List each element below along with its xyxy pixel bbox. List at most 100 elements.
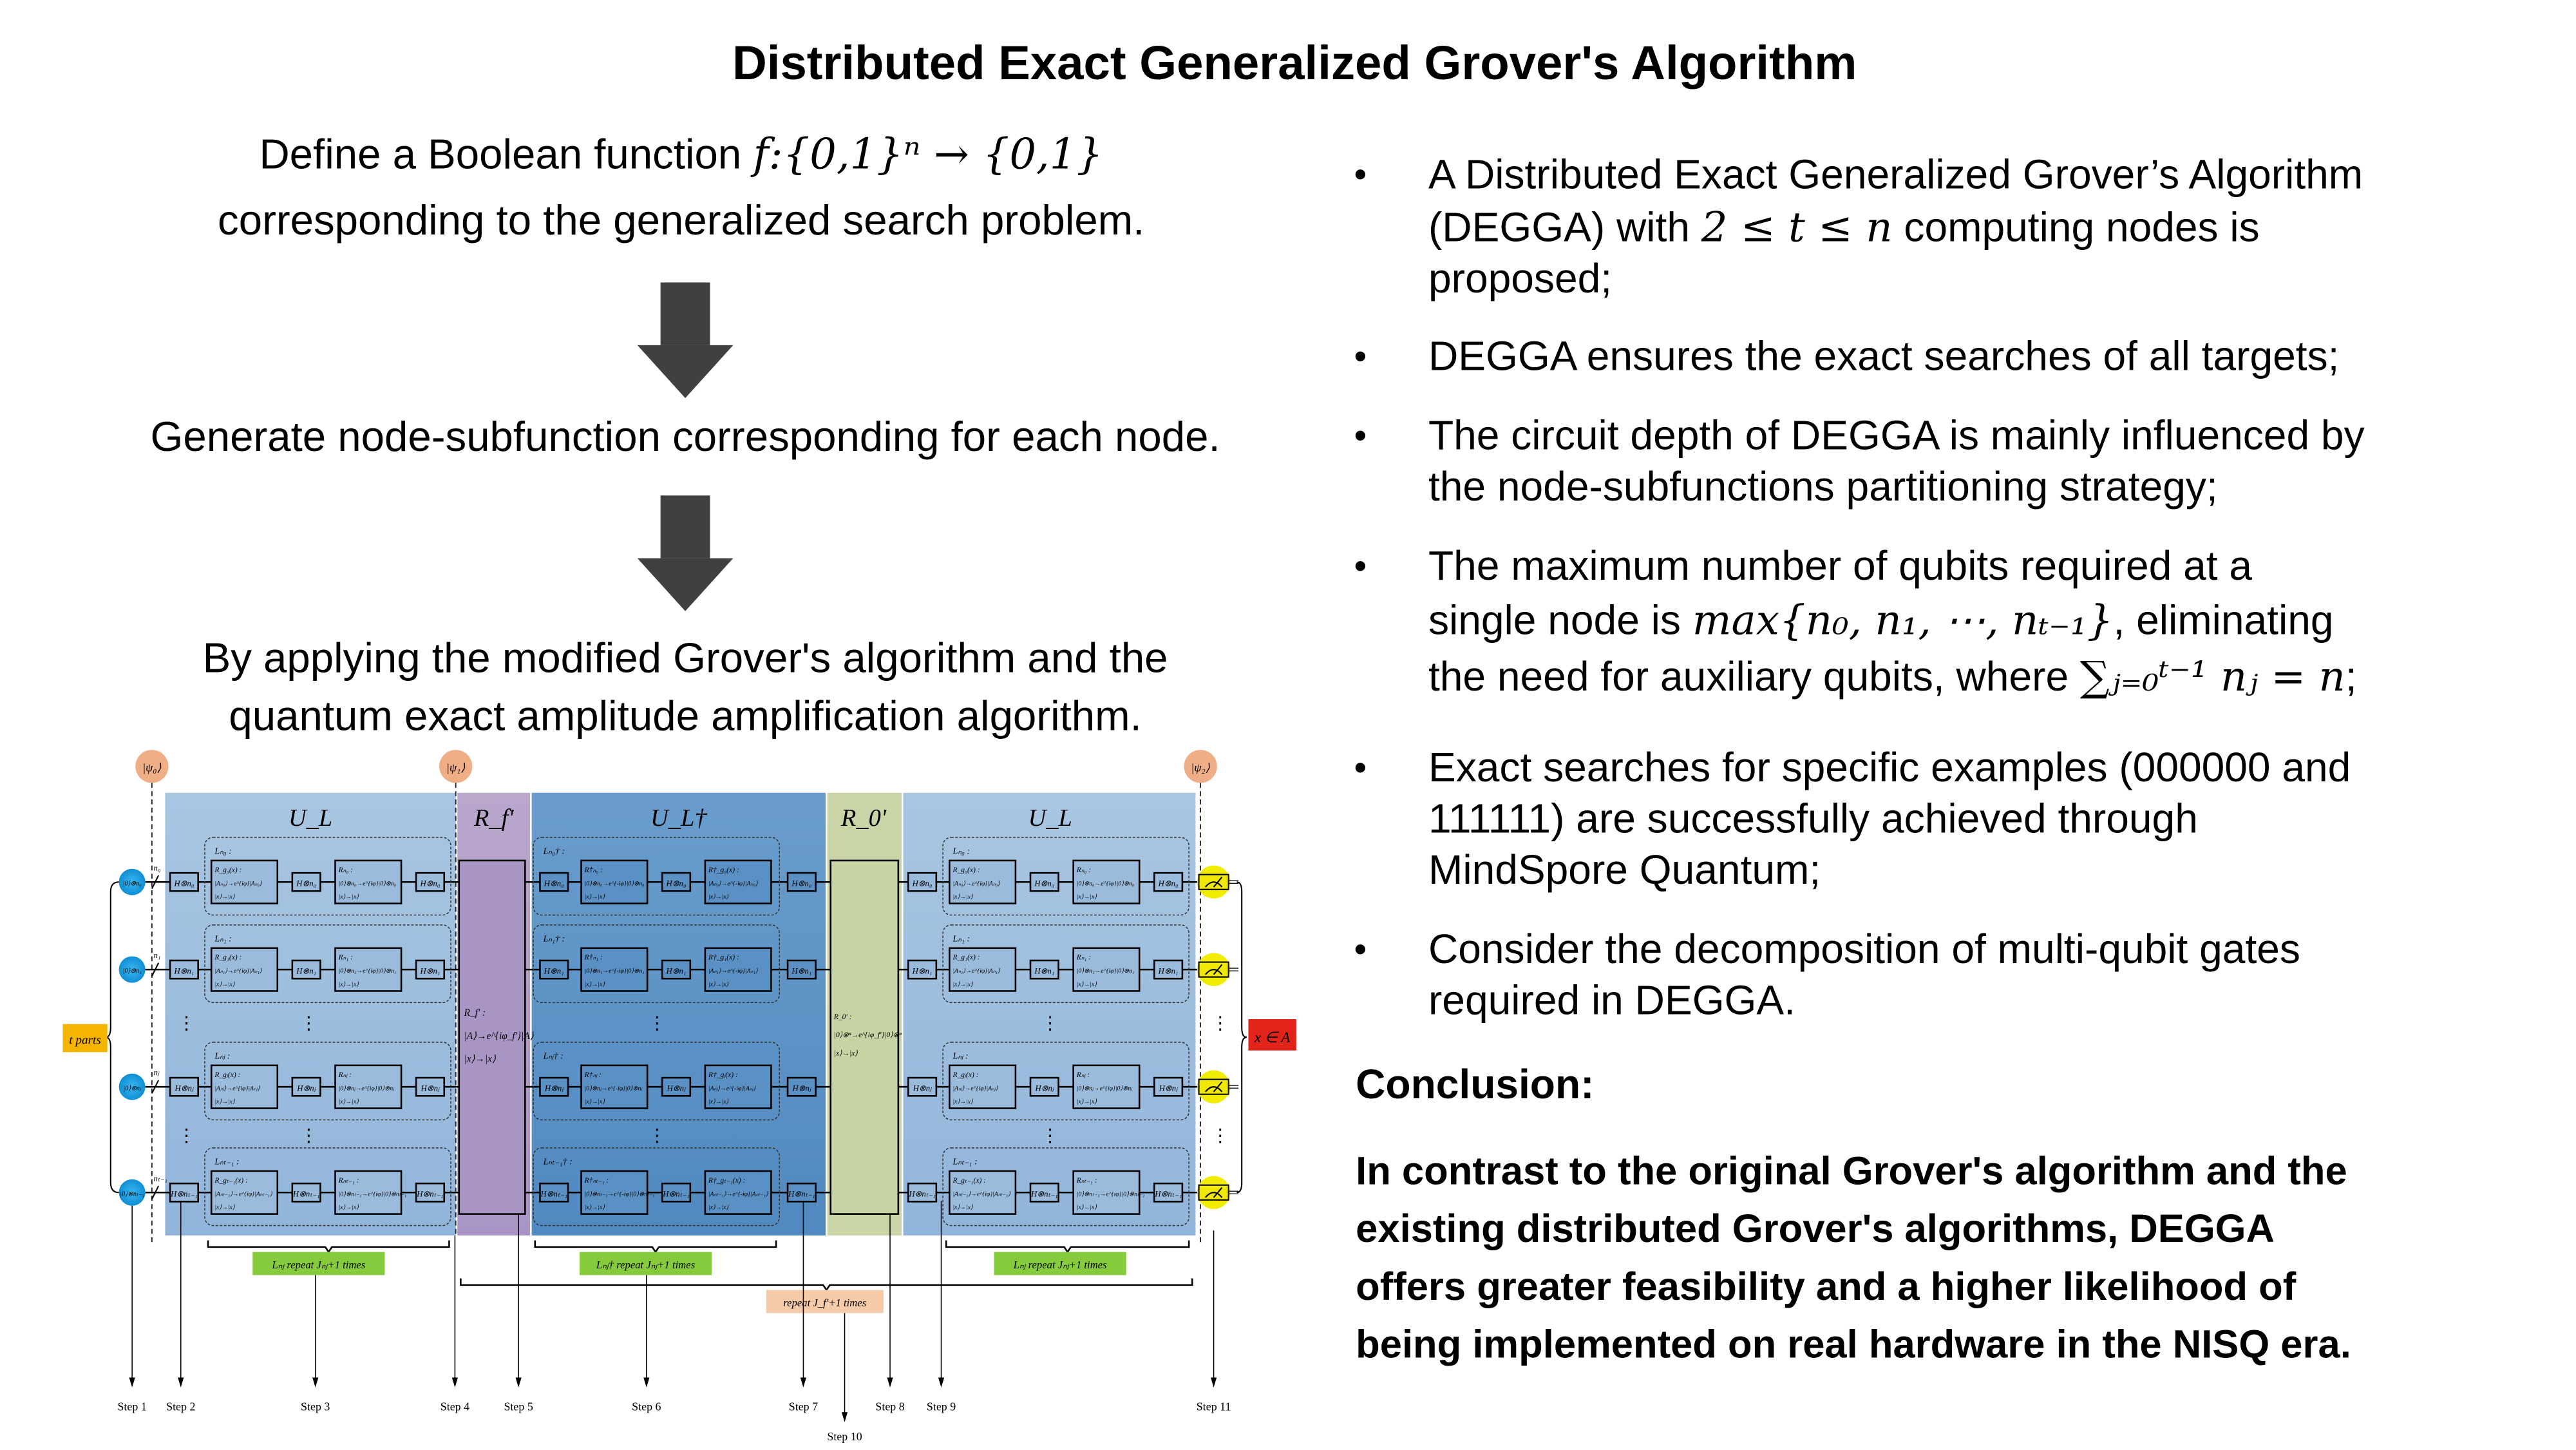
conclusion-line: existing distributed Grover's algorithms…: [1356, 1207, 2275, 1252]
register-slash: [151, 962, 160, 977]
subroutine-label: Lₙ₁ :: [214, 934, 232, 944]
hadamard-label: H⊗n₁: [1158, 967, 1179, 976]
qubit-brace: [105, 881, 119, 1194]
repeat-brace: [945, 1240, 1190, 1254]
conclusion-heading: Conclusion:: [1356, 1062, 1595, 1109]
arrow-head-icon: [800, 1377, 807, 1388]
page-title: Distributed Exact Generalized Grover's A…: [732, 37, 1857, 91]
step-label: Step 8: [875, 1400, 904, 1413]
reflection-gate: [1072, 1064, 1141, 1109]
bullet-text: proposed;: [1428, 256, 1613, 303]
bullet-line: proposed;: [1428, 258, 1612, 301]
bullet-text: A Distributed Exact Generalized Grover’s…: [1428, 151, 2363, 198]
reflection-gate: [949, 947, 1017, 992]
repeat-box: [579, 1252, 712, 1275]
hadamard-label: H⊗n₁: [173, 967, 194, 976]
bullet-text: 111111) are successfully achieved throug…: [1428, 796, 2198, 843]
reflection-formula: |x⟩→|x⟩: [214, 1098, 235, 1105]
math-expression: max{n₀, n₁, ⋯, nₜ₋₁}: [1692, 596, 2114, 644]
rf-oracle-box: [458, 859, 526, 1215]
ellipsis: ⋮: [1211, 1126, 1229, 1146]
arrow-head-icon: [887, 1377, 893, 1388]
hadamard-label: H⊗n₀: [666, 879, 687, 888]
reflection-formula: |0⟩⊗n₁→e^{iφ}|0⟩⊗n₁: [339, 968, 397, 975]
repeat-box: [252, 1252, 385, 1275]
hadamard-label: H⊗n₀: [420, 879, 440, 888]
reflection-formula: |0⟩⊗n₁→e^{iφ}|0⟩⊗n₁: [1077, 968, 1135, 975]
register-slash: [151, 875, 160, 889]
reflection-formula: |x⟩→|x⟩: [708, 981, 729, 988]
hadamard-gate: [1029, 959, 1059, 980]
reflection-formula: R†_g₁(x) :: [708, 954, 739, 962]
reflection-formula: |Aₙₜ₋₁⟩→e^{iφ}|Aₙₜ₋₁⟩: [214, 1190, 272, 1197]
repeat-brace: [534, 1240, 777, 1254]
reflection-formula: R†_gⱼ(x) :: [708, 1071, 738, 1079]
register-size-label: n₀: [153, 863, 160, 872]
hadamard-gate: [169, 872, 199, 892]
outer-repeat-brace: [460, 1278, 1193, 1292]
reflection-gate: [704, 859, 772, 904]
subroutine-box: [204, 1042, 451, 1121]
reflection-formula: |x⟩→|x⟩: [952, 893, 973, 901]
register-slash: [151, 1185, 160, 1199]
reflection-formula: |x⟩→|x⟩: [1077, 893, 1097, 901]
reflection-formula: |Aₙ₀⟩→e^{iφ}|Aₙ₀⟩: [214, 880, 262, 887]
hadamard-label: H⊗n₁: [296, 967, 316, 976]
qubit-input: [118, 868, 146, 895]
hadamard-label: H⊗n₀: [1034, 879, 1054, 888]
repeat-box: [994, 1252, 1126, 1275]
state-marker: [1184, 750, 1217, 783]
reflection-formula: |Aₙ₁⟩→e^{iφ}|Aₙ₁⟩: [214, 968, 262, 975]
register-size-label: n₁: [153, 951, 160, 960]
reflection-gate: [704, 1170, 772, 1215]
hadamard-gate: [415, 1182, 446, 1203]
meter-icon: [1205, 964, 1223, 975]
reflection-formula: |0⟩⊗nₜ₋₁→e^{-iφ}|0⟩⊗nₜ₋₁: [585, 1190, 655, 1197]
meter-icon: [1205, 1187, 1223, 1198]
step-apply-algorithm: By applying the modified Grover's algori…: [202, 636, 1168, 682]
reflection-formula: |0⟩⊗nₜ₋₁→e^{iφ}|0⟩⊗nₜ₋₁: [1077, 1190, 1145, 1197]
subroutine-label: Lₙ₀ :: [952, 846, 970, 857]
subroutine-label: Lₙ₀ :: [214, 846, 232, 857]
hadamard-label: H⊗n₀: [296, 879, 316, 888]
reflection-formula: |Aₙ₀⟩→e^{iφ}|Aₙ₀⟩: [952, 880, 1000, 887]
subroutine-box: [533, 1042, 781, 1121]
reflection-formula: |x⟩→|x⟩: [585, 893, 605, 901]
hadamard-label: H⊗n₀: [173, 879, 194, 888]
bullet-line: the node-subfunctions partitioning strat…: [1428, 466, 2218, 509]
reflection-gate: [1072, 859, 1141, 904]
step-apply-algorithm-line2: quantum exact amplitude amplification al…: [229, 693, 1142, 740]
reflection-gate: [1072, 947, 1141, 992]
hadamard-label: H⊗nₜ₋₁: [788, 1190, 815, 1199]
hadamard-label: H⊗nⱼ: [913, 1084, 932, 1093]
reflection-formula: |x⟩→|x⟩: [214, 981, 235, 988]
reflection-gate: [210, 1064, 279, 1109]
repeat-brace: [207, 1240, 450, 1254]
reflection-gate: [334, 947, 402, 992]
subroutine-label: Lₙₜ₋₁† :: [543, 1157, 573, 1167]
reflection-formula: |x⟩→|x⟩: [708, 893, 729, 901]
reflection-formula: Rₙₜ₋₁ :: [1076, 1177, 1097, 1185]
t-parts-label: t parts: [69, 1034, 101, 1047]
reflection-formula: |Aₙₜ₋₁⟩→e^{iφ}|Aₙₜ₋₁⟩: [952, 1190, 1010, 1197]
subroutine-label: Lₙ₁ :: [952, 934, 970, 944]
bullet-text: (DEGGA) with: [1428, 204, 1701, 251]
conclusion-line: In contrast to the original Grover's alg…: [1356, 1149, 2347, 1194]
hadamard-gate: [1029, 872, 1059, 892]
reflection-formula: Rₙⱼ :: [338, 1071, 352, 1079]
subroutine-box: [533, 924, 781, 1004]
bullet-line: required in DEGGA.: [1428, 980, 1795, 1022]
reflection-formula: |0⟩⊗n₁→e^{-iφ}|0⟩⊗n₁: [585, 968, 645, 975]
reflection-formula: R_gₜ₋₁(x) :: [214, 1177, 248, 1185]
reflection-formula: |x⟩→|x⟩: [708, 1098, 729, 1105]
reflection-gate: [949, 1170, 1017, 1215]
bullet-line: A Distributed Exact Generalized Grover’s…: [1428, 155, 2363, 196]
reflection-gate: [580, 859, 649, 904]
hadamard-gate: [291, 1182, 321, 1203]
hadamard-label: H⊗nₜ₋₁: [540, 1190, 567, 1199]
arrow-head-icon: [938, 1377, 945, 1388]
reflection-formula: |x⟩→|x⟩: [585, 1204, 605, 1211]
reflection-formula: R_gⱼ(x) :: [214, 1071, 240, 1079]
arrow-head-icon: [643, 1377, 650, 1388]
reflection-formula: |x⟩→|x⟩: [214, 893, 235, 901]
